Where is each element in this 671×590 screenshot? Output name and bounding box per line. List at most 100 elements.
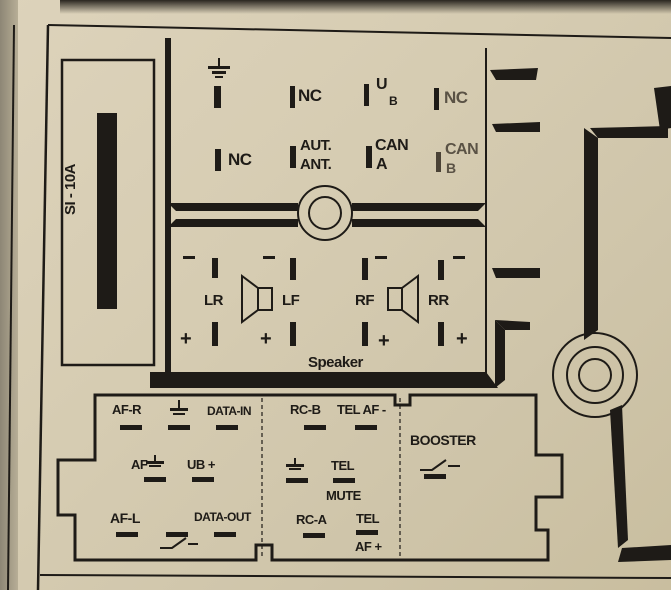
pin-marker xyxy=(144,477,166,482)
frame-bar xyxy=(495,320,505,388)
fuse-label: SI - 10A xyxy=(62,163,79,215)
frame-bar xyxy=(352,203,486,211)
plus-mark: + xyxy=(456,328,468,350)
top-shadow xyxy=(60,0,671,14)
mount-circle-inner xyxy=(578,358,612,392)
frame-bar xyxy=(495,320,530,330)
pin-label-nc: NC xyxy=(444,88,468,107)
frame-bar xyxy=(352,219,486,227)
plus-mark: + xyxy=(260,328,272,350)
pin-marker xyxy=(438,322,444,346)
pin-marker xyxy=(166,532,188,537)
mount-circle-outer xyxy=(552,332,638,418)
outer-border-line xyxy=(36,24,50,590)
pin-label-nc: NC xyxy=(228,150,252,169)
frame-bar xyxy=(654,86,671,130)
pin-marker xyxy=(364,84,369,106)
pin-label-tel-mute: TEL xyxy=(331,458,355,473)
speaker-channel-lr: LR xyxy=(204,292,224,309)
frame-bar xyxy=(584,128,598,340)
frame-bar xyxy=(168,219,298,227)
pin-marker xyxy=(424,474,446,479)
pin-label-ub: U xyxy=(376,76,388,93)
minus-mark xyxy=(183,256,195,259)
pin-marker xyxy=(333,478,355,483)
pin-label-data-out: DATA-OUT xyxy=(194,510,251,524)
pin-label-tel-af-minus: TEL AF - xyxy=(337,402,386,417)
bottom-connector-outline xyxy=(56,393,564,562)
pin-marker xyxy=(212,322,218,346)
pin-label-aut: AUT. xyxy=(300,137,332,154)
mount-circle-mid xyxy=(566,346,624,404)
pin-marker xyxy=(434,88,439,110)
switch-icon xyxy=(160,537,198,549)
pin-marker xyxy=(215,149,221,171)
pin-marker xyxy=(212,258,218,278)
fuse-element xyxy=(97,113,117,309)
pin-marker xyxy=(286,478,308,483)
minus-mark xyxy=(453,256,465,259)
pin-marker xyxy=(290,322,296,346)
frame-bar xyxy=(490,68,538,80)
speaker-channel-rf: RF xyxy=(355,292,375,309)
pin-label-mute: MUTE xyxy=(326,488,361,503)
fuse-box-outline xyxy=(60,58,156,367)
switch-icon xyxy=(420,459,460,471)
pin-marker xyxy=(214,532,236,537)
pin-marker xyxy=(290,258,296,280)
pin-marker xyxy=(168,425,190,430)
speaker-channel-lf: LF xyxy=(282,292,300,309)
pin-label-data-in: DATA-IN xyxy=(207,404,252,418)
pin-marker xyxy=(192,477,214,482)
pin-marker xyxy=(216,425,238,430)
frame-bar xyxy=(168,203,298,211)
pin-label-ant: ANT. xyxy=(300,156,332,173)
frame-bar xyxy=(150,372,498,388)
plus-mark: + xyxy=(180,328,192,350)
pin-marker xyxy=(355,425,377,430)
plus-mark: + xyxy=(378,330,390,352)
pin-marker xyxy=(116,532,138,537)
pin-marker xyxy=(366,146,372,168)
frame-bar xyxy=(492,122,540,132)
pin-label-can-b: CAN xyxy=(445,141,479,158)
frame-bar xyxy=(610,405,628,548)
outer-border-line xyxy=(7,24,15,590)
ground-icon xyxy=(146,455,164,467)
pin-label-tel-af: TEL xyxy=(356,511,380,526)
top-border-line xyxy=(47,24,671,39)
pin-label-af-plus: AF + xyxy=(355,539,382,554)
bottom-border-line xyxy=(39,574,671,579)
pin-label-nc: NC xyxy=(298,86,322,105)
ground-icon xyxy=(208,58,230,78)
frame-bar xyxy=(590,126,668,138)
speaker-icon-left xyxy=(241,274,259,324)
speaker-icon-right xyxy=(387,287,403,311)
pin-label-rc-a: RC-A xyxy=(296,512,327,527)
pin-marker xyxy=(120,425,142,430)
ground-icon xyxy=(286,458,304,470)
pin-marker xyxy=(356,530,378,535)
ground-icon xyxy=(170,400,188,415)
pin-marker xyxy=(214,86,221,108)
speaker-title: Speaker xyxy=(308,354,363,371)
antenna-socket-inner xyxy=(308,196,342,230)
pin-label-can-b-sub: B xyxy=(446,160,456,176)
pin-marker xyxy=(362,322,368,346)
minus-mark xyxy=(263,256,275,259)
pin-label-can-a: CAN xyxy=(375,137,409,154)
pin-marker xyxy=(436,152,441,172)
pin-marker xyxy=(303,533,325,538)
minus-mark xyxy=(375,256,387,259)
speaker-channel-rr: RR xyxy=(428,292,449,309)
pin-label-rc-b: RC-B xyxy=(290,402,321,417)
pin-label-can-a-sub: A xyxy=(376,156,388,173)
pin-marker xyxy=(290,146,296,168)
pin-marker xyxy=(362,258,368,280)
pin-label-ub-plus: UB + xyxy=(187,457,215,472)
pin-marker xyxy=(304,425,326,430)
pin-marker xyxy=(438,260,444,280)
frame-bar xyxy=(492,268,540,278)
pin-label-ub-sub: B xyxy=(389,94,398,108)
